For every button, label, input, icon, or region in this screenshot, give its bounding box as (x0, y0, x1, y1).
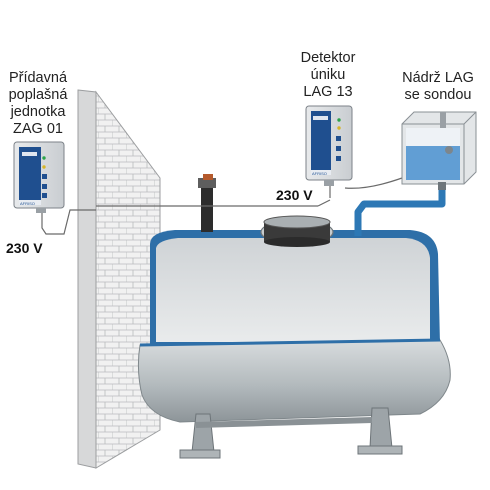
tank-feet (179, 407, 403, 459)
zag01-label: Přídavná poplašná jednotka ZAG 01 (2, 70, 74, 138)
zag01-label-line-4: ZAG 01 (13, 121, 63, 137)
zag01-label-line-1: Přídavná (8, 70, 68, 86)
zag01-brand-text: AFRISO (20, 201, 35, 206)
storage-tank (137, 215, 451, 423)
brick-wall (77, 89, 161, 469)
tank-probe-label-line-2: se sondou (404, 87, 472, 103)
detector-label-line-2: úniku (310, 67, 346, 83)
cables (41, 176, 403, 235)
tank-probe-label: Nádrž LAG se sondou (396, 70, 480, 104)
vent-pipe (198, 174, 216, 232)
detector-label: Detektor úniku LAG 13 (290, 50, 366, 101)
detector-label-line-1: Detektor (300, 50, 356, 66)
zag01-device (13, 141, 65, 213)
lag13-brand-text: AFRISO (312, 171, 327, 176)
tank-probe-label-line-1: Nádrž LAG (402, 70, 474, 86)
zag01-label-line-2: poplašná (8, 87, 68, 103)
voltage-left: 230 V (6, 240, 43, 256)
lag13-detector (305, 105, 353, 186)
voltage-right: 230 V (276, 187, 313, 203)
zag01-label-line-3: jednotka (10, 104, 66, 120)
probe-pipe (354, 186, 446, 236)
detector-label-line-3: LAG 13 (303, 84, 353, 100)
probe-tank-box (401, 111, 477, 190)
